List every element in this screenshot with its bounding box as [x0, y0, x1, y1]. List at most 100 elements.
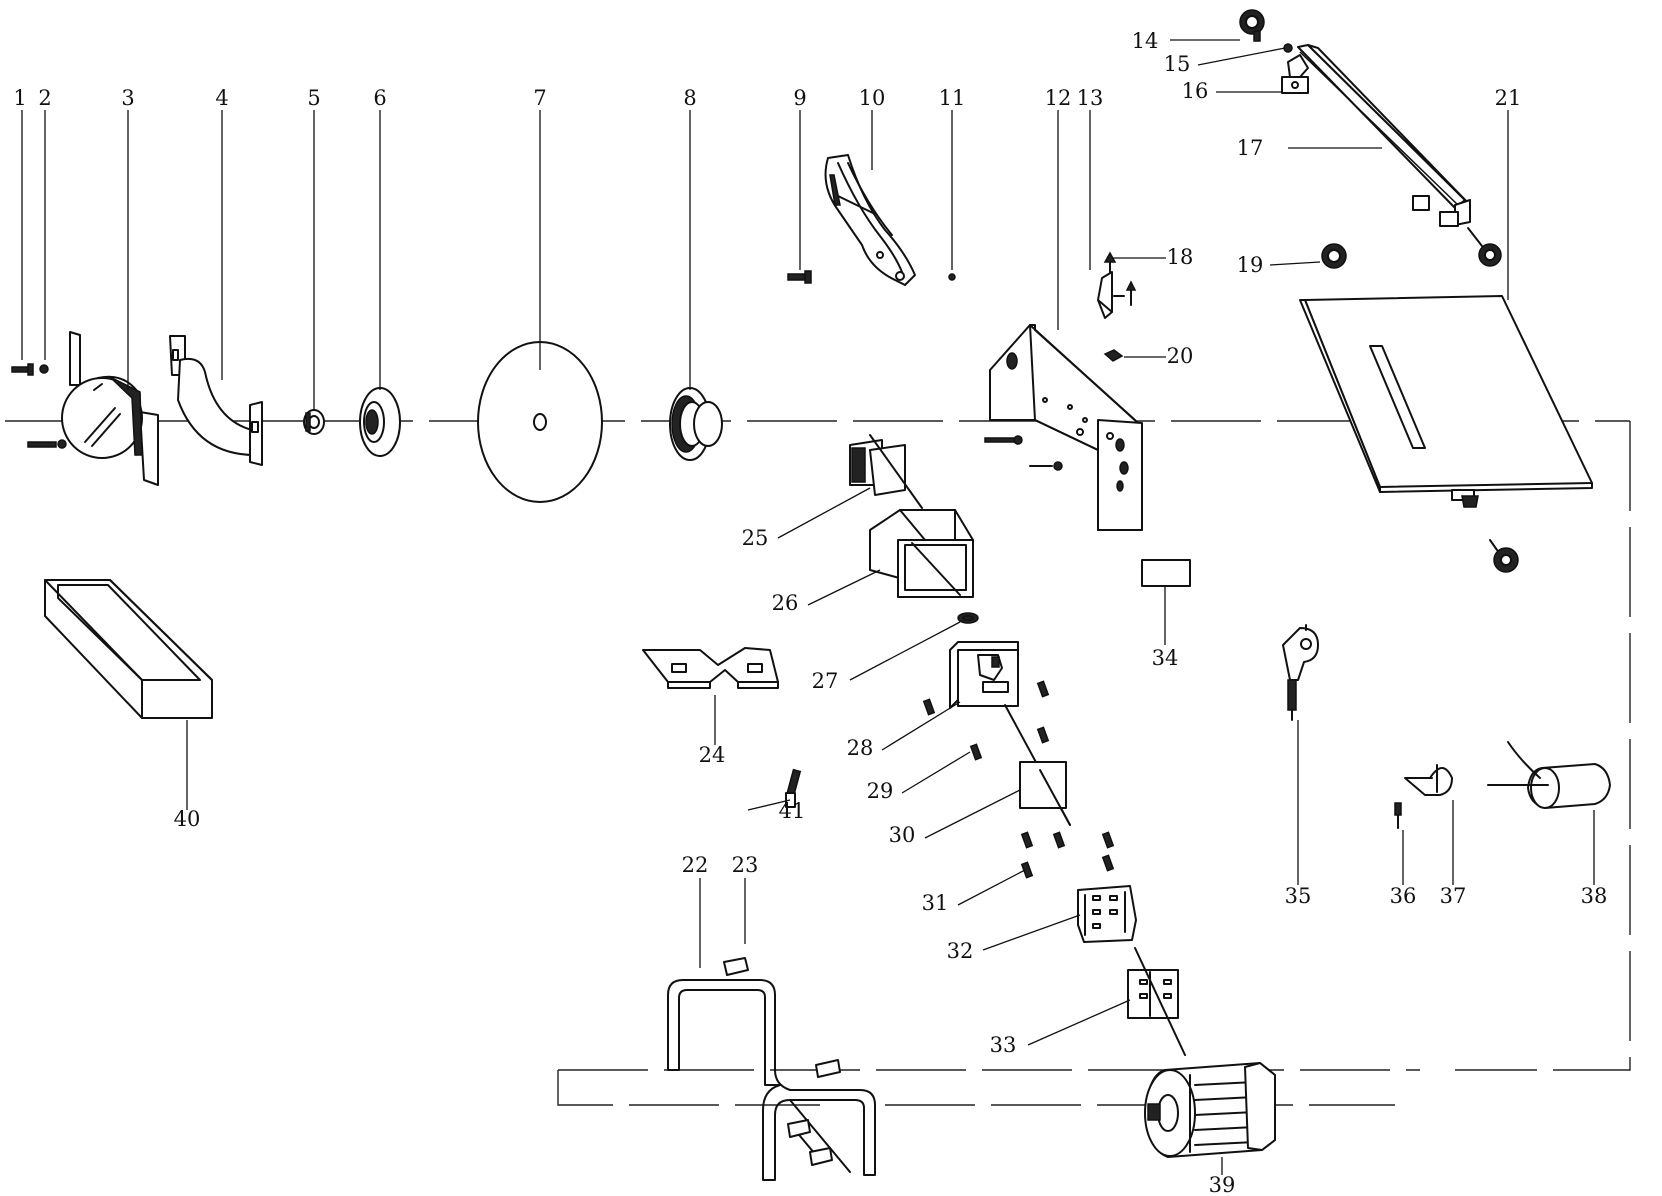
leader-line-29	[901, 751, 971, 794]
leader-line-31	[957, 869, 1026, 906]
part-label-36: 36	[1390, 884, 1417, 908]
part-39-motor	[1144, 1062, 1276, 1158]
part-6-flange	[359, 387, 401, 457]
part-label-24: 24	[699, 743, 726, 767]
part-label-33: 33	[990, 1033, 1017, 1057]
part-label-17: 17	[1237, 136, 1264, 160]
part-label-23: 23	[732, 853, 759, 877]
assembly-axis-lines	[5, 420, 1631, 1106]
part-label-13: 13	[1077, 86, 1104, 110]
part-label-14: 14	[1132, 29, 1159, 53]
part-label-19: 19	[1237, 253, 1264, 277]
part-40-dust-tray	[44, 579, 213, 719]
part-16-fence-clamp	[1281, 54, 1309, 94]
part-12-motor-bracket	[984, 324, 1143, 531]
part-label-35: 35	[1285, 884, 1312, 908]
part-22-stand-frame	[667, 979, 876, 1181]
part-28-screws	[922, 680, 1050, 716]
part-3-blade-guard	[61, 331, 159, 486]
part-26-dust-chute	[869, 509, 974, 598]
part-label-15: 15	[1164, 52, 1191, 76]
leader-line-33	[1027, 999, 1131, 1046]
part-1-screw	[11, 363, 34, 376]
part-label-3: 3	[121, 86, 134, 110]
part-21-table-top	[1299, 295, 1593, 573]
part-33-holder	[1127, 947, 1186, 1056]
part-31-screws	[1020, 831, 1115, 879]
part-24-insert-plate	[642, 647, 779, 689]
leader-line-32	[982, 914, 1081, 951]
part-label-8: 8	[683, 86, 696, 110]
part-34-capacitor	[1141, 559, 1191, 587]
part-label-20: 20	[1167, 344, 1194, 368]
part-label-27: 27	[812, 669, 839, 693]
part-label-18: 18	[1167, 245, 1194, 269]
leader-line-26	[807, 569, 881, 606]
leader-line-28	[881, 701, 961, 751]
part-41-lever	[785, 768, 802, 808]
part-8-inner-flange	[669, 387, 723, 461]
part-29-screws	[969, 726, 1050, 761]
part-19-knob	[1321, 243, 1347, 269]
part-10-riving-knife	[824, 154, 916, 286]
part-28-switch-box	[949, 641, 1071, 826]
part-14-knob	[1239, 9, 1265, 42]
part-5-nut	[303, 409, 325, 435]
part-label-25: 25	[742, 526, 769, 550]
part-label-31: 31	[922, 891, 949, 915]
part-20-nut	[1103, 349, 1124, 362]
part-17-rip-fence	[1297, 44, 1502, 267]
part-label-10: 10	[859, 86, 886, 110]
part-label-1: 1	[13, 86, 26, 110]
part-label-4: 4	[215, 86, 228, 110]
part-label-26: 26	[772, 591, 799, 615]
part-label-34: 34	[1152, 646, 1179, 670]
part-36-screw	[1394, 802, 1402, 829]
part-label-12: 12	[1045, 86, 1072, 110]
part-label-30: 30	[889, 823, 916, 847]
part-15-washer	[1283, 43, 1293, 53]
leader-line-27	[849, 621, 961, 681]
part-25-dust-port	[849, 434, 923, 509]
part-label-32: 32	[947, 939, 974, 963]
part-label-38: 38	[1581, 884, 1608, 908]
part-4-guard-bracket	[169, 335, 263, 466]
part-label-9: 9	[793, 86, 806, 110]
leader-lines	[21, 39, 1595, 1175]
part-screw-lower	[27, 439, 67, 449]
part-13-clamp	[1097, 271, 1137, 319]
part-label-41: 41	[779, 799, 806, 823]
part-30-plate	[1019, 761, 1067, 809]
part-32-holder	[1077, 885, 1137, 943]
part-38-capacitor	[1487, 741, 1611, 809]
part-label-5: 5	[307, 86, 320, 110]
leader-line-30	[924, 789, 1021, 839]
part-35-power-plug	[1282, 624, 1319, 721]
part-label-40: 40	[174, 807, 201, 831]
part-9-bolt	[787, 270, 812, 284]
part-label-11: 11	[939, 86, 966, 110]
part-18-screw	[1103, 251, 1117, 273]
part-label-29: 29	[867, 779, 894, 803]
part-label-21: 21	[1495, 86, 1522, 110]
part-label-16: 16	[1182, 79, 1209, 103]
part-2-washer	[39, 364, 49, 374]
leader-line-25	[777, 487, 871, 539]
leader-line-41	[747, 799, 791, 811]
part-11-nut	[948, 273, 956, 281]
leader-line-15	[1197, 47, 1286, 66]
part-label-2: 2	[38, 86, 51, 110]
part-label-7: 7	[533, 86, 546, 110]
leader-line-19	[1269, 261, 1321, 266]
part-label-39: 39	[1209, 1173, 1236, 1196]
part-37-clamp	[1404, 764, 1453, 796]
part-23-stand-foot	[723, 957, 841, 1166]
part-label-22: 22	[682, 853, 709, 877]
part-label-37: 37	[1440, 884, 1467, 908]
part-label-6: 6	[373, 86, 386, 110]
part-label-28: 28	[847, 736, 874, 760]
part-27-spring	[957, 612, 979, 624]
